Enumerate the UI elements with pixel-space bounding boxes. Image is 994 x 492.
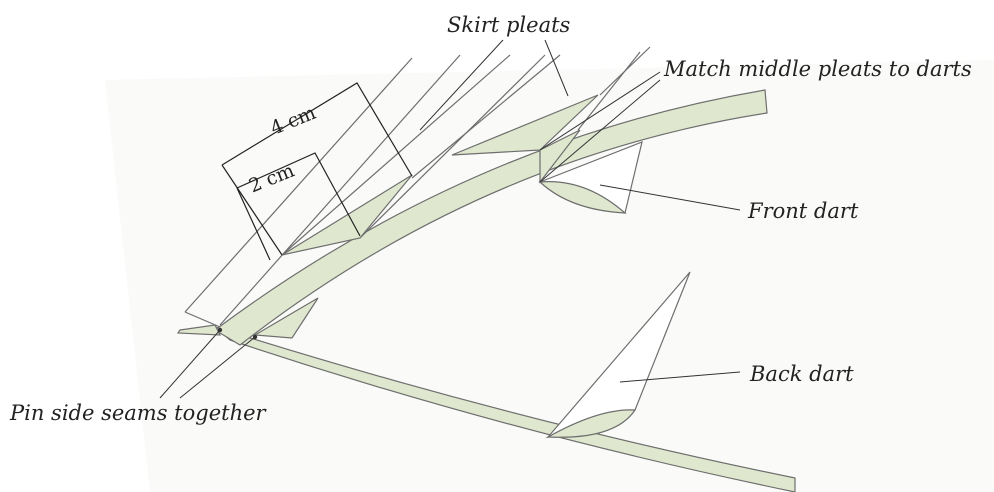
pleat-line-1 [184, 57, 413, 313]
leader-back-dart [619, 371, 741, 383]
pleat-line-4 [281, 54, 511, 256]
pleat-line-2 [184, 311, 221, 328]
front-waistband [213, 89, 768, 346]
dimension-4cm-left-end [221, 164, 283, 256]
pleat-fold-4 [253, 297, 319, 339]
back-waistband [214, 326, 796, 492]
label-back-dart: Back dart [749, 362, 854, 386]
background-panel [105, 60, 994, 492]
label-front-dart: Front dart [747, 199, 859, 223]
side-seam-fold [176, 324, 221, 336]
front-dart-fold [538, 180, 627, 214]
leader-skirt-pleats-1 [419, 39, 504, 131]
pin-point-side-seam [217, 327, 223, 333]
leader-match-pleats-2 [539, 79, 661, 183]
leader-match-pleats-1 [539, 71, 661, 151]
skirt-pleat-lines [184, 46, 651, 328]
leader-skirt-pleats-2 [544, 39, 569, 97]
label-match-pleats: Match middle pleats to darts [663, 57, 972, 81]
leader-front-dart [599, 184, 741, 211]
dimension-2cm-left-end [236, 187, 271, 261]
pleat-fold-2 [451, 94, 599, 156]
pleat-line-5 [359, 54, 546, 239]
dimension-4cm-bracket [221, 82, 413, 177]
leader-pin-seams-2 [179, 336, 256, 399]
label-skirt-pleats: Skirt pleats [447, 13, 571, 37]
pleat-line-8 [577, 51, 641, 131]
pleat-fold-3 [539, 129, 581, 184]
leader-pin-seams-1 [159, 329, 221, 399]
back-dart-fold [545, 409, 637, 438]
pleat-line-3 [219, 54, 461, 326]
pin-point-back-seam [252, 334, 258, 340]
pleat-fold-1 [281, 174, 413, 256]
dimension-2cm-bracket [236, 152, 361, 237]
pleat-line-6 [411, 54, 561, 179]
label-pin-side-seams: Pin side seams together [9, 401, 268, 425]
